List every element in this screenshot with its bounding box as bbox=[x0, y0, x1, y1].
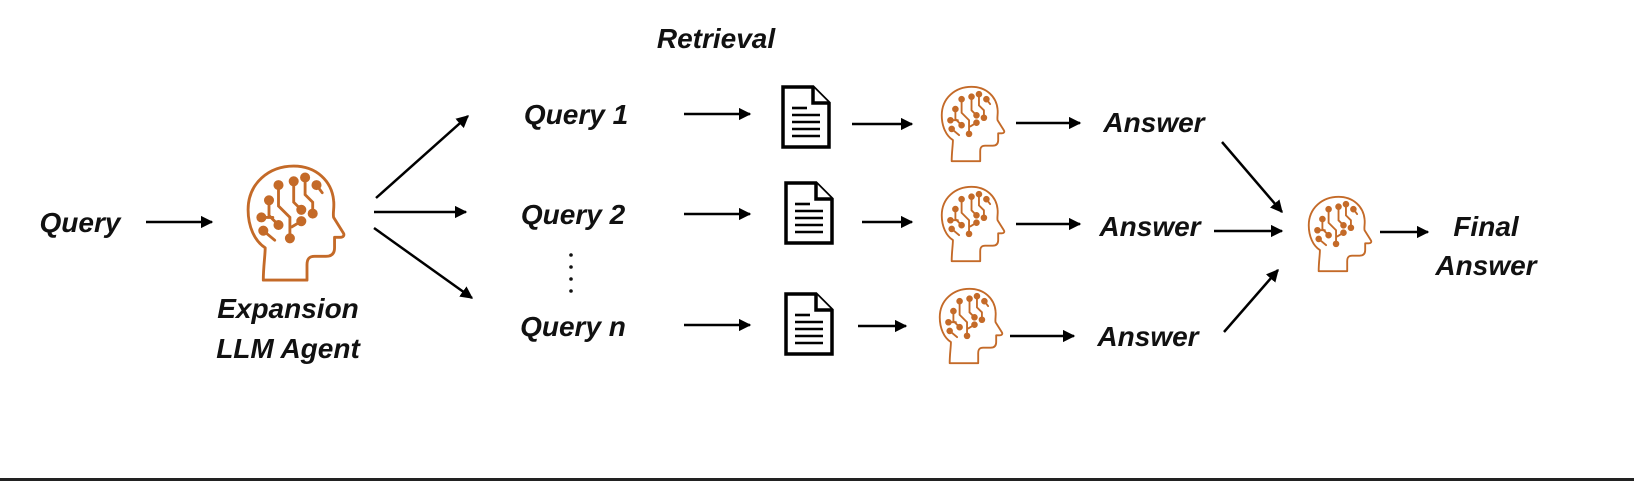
retrieval-label: Retrieval bbox=[657, 23, 777, 54]
expansion-agent-label-line2: LLM Agent bbox=[216, 333, 361, 364]
query-n-label: Query n bbox=[520, 311, 626, 342]
answer-agent-n-icon bbox=[938, 287, 1004, 365]
retrieved-document-2-icon bbox=[784, 181, 834, 245]
final-answer-label-line1: Final bbox=[1453, 211, 1520, 242]
arrow-agent-to-queryn bbox=[373, 226, 474, 300]
vertical-ellipsis-icon bbox=[569, 253, 573, 293]
retrieved-document-1-icon bbox=[781, 85, 831, 149]
arrow-answer1-to-final-agent bbox=[1221, 141, 1283, 213]
retrieved-document-n-icon bbox=[784, 292, 834, 356]
query-2-label: Query 2 bbox=[521, 199, 626, 230]
final-agent-icon bbox=[1307, 195, 1373, 273]
answer-agent-1-icon bbox=[940, 85, 1006, 163]
expansion-agent-icon bbox=[246, 164, 346, 282]
arrow-answern-to-final-agent bbox=[1223, 269, 1279, 333]
answer-agent-2-icon bbox=[940, 185, 1006, 263]
answer-1-label: Answer bbox=[1102, 107, 1206, 138]
bottom-divider bbox=[0, 478, 1634, 481]
arrow-agent-to-query1 bbox=[375, 115, 469, 199]
query-label: Query bbox=[40, 207, 122, 238]
expansion-agent-label-line1: Expansion bbox=[217, 293, 359, 324]
answer-n-label: Answer bbox=[1096, 321, 1200, 352]
answer-2-label: Answer bbox=[1098, 211, 1202, 242]
query-1-label: Query 1 bbox=[524, 99, 628, 130]
final-answer-label-line2: Answer bbox=[1434, 250, 1538, 281]
